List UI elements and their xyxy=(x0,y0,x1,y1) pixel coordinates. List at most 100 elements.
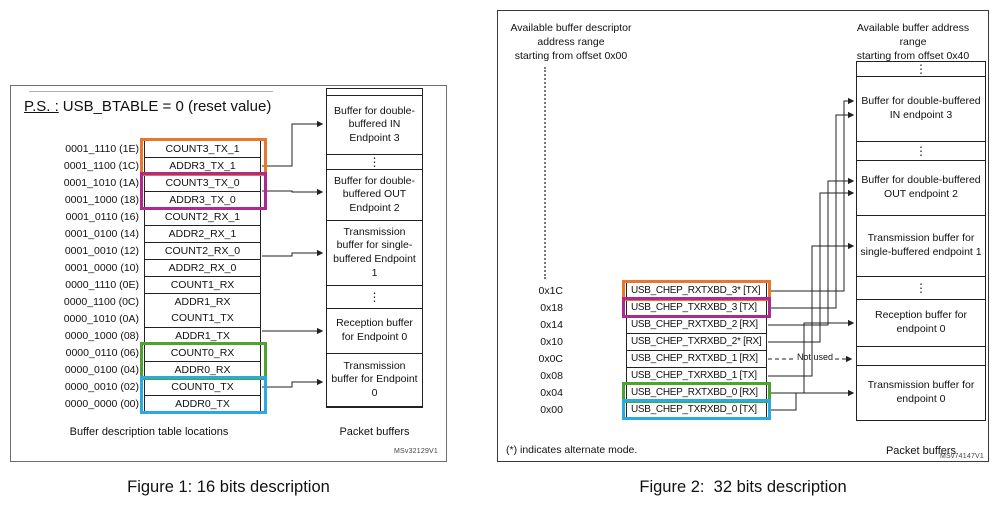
arrow-connector xyxy=(768,97,855,292)
buffer-box-rx-ep0: Reception buffer for endpoint 0 xyxy=(857,299,985,347)
address-label: 0x00 xyxy=(540,404,563,416)
register-cell: USB_CHEP_TXRXBD_3 [TX] xyxy=(626,299,767,317)
descriptor-row: 0001_0010 (12)COUNT2_RX_0 xyxy=(39,242,261,260)
descriptor-range-header: Available buffer descriptor address rang… xyxy=(510,22,632,63)
figure1-panel: P.S. :USB_BTABLE = 0 (reset value) 0001_… xyxy=(10,85,447,462)
ellipsis-dots: ⋮ xyxy=(915,281,927,295)
btable-note: P.S. :USB_BTABLE = 0 (reset value) xyxy=(24,98,271,115)
figure1-caption: Figure 1: 16 bits description xyxy=(127,478,330,496)
address-label: 0001_0100 (14) xyxy=(64,228,139,240)
address-label: 0001_1000 (18) xyxy=(64,194,139,206)
address-label: 0000_1100 (0C) xyxy=(63,296,139,308)
register-cell: ADDR0_TX xyxy=(144,395,261,413)
arrow-connector xyxy=(262,120,324,167)
address-label: 0x1C xyxy=(538,285,563,297)
address-label: 0001_1100 (1C) xyxy=(63,160,139,172)
table-label: Buffer description table locations xyxy=(69,426,229,438)
figure2-caption: Figure 2: 32 bits description xyxy=(639,478,847,496)
address-label: 0x14 xyxy=(540,319,563,331)
register-cell: USB_CHEP_RXTXBD_0 [RX] xyxy=(626,384,767,402)
ellipsis-dots: ⋮ xyxy=(915,62,927,76)
address-label: 0000_1010 (0A) xyxy=(63,313,139,325)
arrow-connector xyxy=(768,177,855,326)
descriptor-row: 0001_1110 (1E) COUNT3_TX_1 xyxy=(39,140,261,158)
buffer-box-tx-ep0: Transmission buffer for endpoint 0 xyxy=(857,365,985,421)
descriptor-row: 0000_0100 (04)ADDR0_RX xyxy=(39,361,261,379)
register-cell: COUNT2_RX_1 xyxy=(144,208,261,226)
not-used-label: Not used xyxy=(795,352,836,362)
register-cell: USB_CHEP_RXTXBD_3* [TX] xyxy=(626,282,767,300)
descriptor-row: 0000_1100 (0C)ADDR1_RX xyxy=(39,293,261,311)
register-cell: ADDR2_RX_1 xyxy=(144,225,261,243)
note-prefix: P.S. : xyxy=(24,98,59,115)
address-label: 0x10 xyxy=(540,336,563,348)
arrow-connector xyxy=(768,389,855,411)
register-cell: USB_CHEP_RXTXBD_1 [RX] xyxy=(626,350,767,368)
packet-buffers-column: ⋮ Buffer for double-buffered IN endpoint… xyxy=(856,61,986,421)
ellipsis-dots: ⋮ xyxy=(368,290,381,304)
descriptor-row: 0000_1110 (0E) COUNT1_RX xyxy=(39,276,261,294)
register-cell: USB_CHEP_TXRXBD_0 [TX] xyxy=(626,401,767,419)
note-text: USB_BTABLE = 0 (reset value) xyxy=(62,98,272,115)
cropped-artifact xyxy=(29,91,273,92)
register-cell: COUNT0_RX xyxy=(144,344,261,362)
address-label: 0001_0000 (10) xyxy=(64,262,139,274)
descriptor-row: 0x04 USB_CHEP_RXTXBD_0 [RX] xyxy=(528,384,767,402)
address-label: 0001_1110 (1E) xyxy=(65,143,139,155)
ellipsis-dots: ⋮ xyxy=(915,144,927,158)
arrow-connector xyxy=(262,378,324,388)
descriptor-row: 0000_0010 (02)COUNT0_TX xyxy=(39,378,261,396)
descriptor-row: 0001_1010 (1A)COUNT3_TX_0 xyxy=(39,174,261,192)
descriptor-row: 0001_0110 (16) COUNT2_RX_1 xyxy=(39,208,261,226)
register-cell: COUNT1_RX xyxy=(144,276,261,294)
address-label: 0x04 xyxy=(540,387,563,399)
address-label: 0000_0010 (02) xyxy=(64,381,139,393)
descriptor-row: 0000_1010 (0A) COUNT1_TX xyxy=(39,310,261,328)
buffer-box-tx-ep1: Transmission buffer for single-buffered … xyxy=(327,220,422,286)
packet-buffers-label: Packet buffers xyxy=(339,426,410,438)
address-label: 0001_0010 (12) xyxy=(64,245,139,257)
ellipsis-dots: ⋮ xyxy=(368,155,381,169)
watermark: MSv74147V1 xyxy=(939,453,984,460)
descriptor-row: 0001_1100 (1C) ADDR3_TX_1 xyxy=(39,157,261,175)
descriptor-row: 0000_0110 (06)COUNT0_RX xyxy=(39,344,261,362)
register-cell: USB_CHEP_TXRXBD_2* [RX] xyxy=(626,333,767,351)
address-label: 0000_0000 (00) xyxy=(64,398,139,410)
descriptor-row: 0000_0000 (00) ADDR0_TX xyxy=(39,395,261,413)
register-cell: USB_CHEP_RXTXBD_2 [RX] xyxy=(626,316,767,334)
register-cell: ADDR3_TX_1 xyxy=(144,157,261,175)
address-label: 0000_0100 (04) xyxy=(64,364,139,376)
register-cell: COUNT1_TX xyxy=(144,310,261,328)
register-cell: USB_CHEP_TXRXBD_1 [TX] xyxy=(626,367,767,385)
buffer-descriptor-table: 0001_1110 (1E) COUNT3_TX_1 0001_1100 (1C) A… xyxy=(39,140,261,413)
watermark: MSv32129V1 xyxy=(393,448,438,455)
buffer-range-header: Available buffer address range starting … xyxy=(856,22,970,63)
buffer-box-in-ep3: Buffer for double-buffered IN endpoint 3 xyxy=(857,76,985,142)
descriptor-row: 0x1C USB_CHEP_RXTXBD_3* [TX] xyxy=(528,282,767,300)
packet-buffers-column: Buffer for double-buffered IN Endpoint 3… xyxy=(326,88,423,408)
buffer-gap xyxy=(857,347,985,365)
packet-buffers-label: Packet buffers xyxy=(885,445,957,457)
register-cell: ADDR1_TX xyxy=(144,327,261,345)
register-cell: COUNT3_TX_0 xyxy=(144,174,261,192)
buffer-box-rx-ep0: Reception buffer for Endpoint 0 xyxy=(327,308,422,354)
address-label: 0000_1000 (08) xyxy=(64,330,139,342)
address-label: 0000_1110 (0E) xyxy=(65,279,139,291)
register-cell: COUNT3_TX_1 xyxy=(144,140,261,158)
continuation-dotted-line xyxy=(544,67,546,279)
descriptor-row: 0x00 USB_CHEP_TXRXBD_0 [TX] xyxy=(528,401,767,419)
arrow-connector xyxy=(768,111,855,309)
descriptor-row: 0001_0100 (14) ADDR2_RX_1 xyxy=(39,225,261,243)
figure2-panel: Available buffer descriptor address rang… xyxy=(497,10,989,462)
address-label: 0001_0110 (16) xyxy=(65,211,139,223)
arrow-connector xyxy=(768,189,855,343)
descriptor-row: 0001_0000 (10)ADDR2_RX_0 xyxy=(39,259,261,277)
buffer-box-tx-ep0: Transmission buffer for Endpoint 0 xyxy=(327,353,422,407)
descriptor-row: 0000_1000 (08) ADDR1_TX xyxy=(39,327,261,345)
buffer-box-in-ep3: Buffer for double-buffered IN Endpoint 3 xyxy=(327,95,422,155)
register-cell: ADDR3_TX_0 xyxy=(144,191,261,209)
